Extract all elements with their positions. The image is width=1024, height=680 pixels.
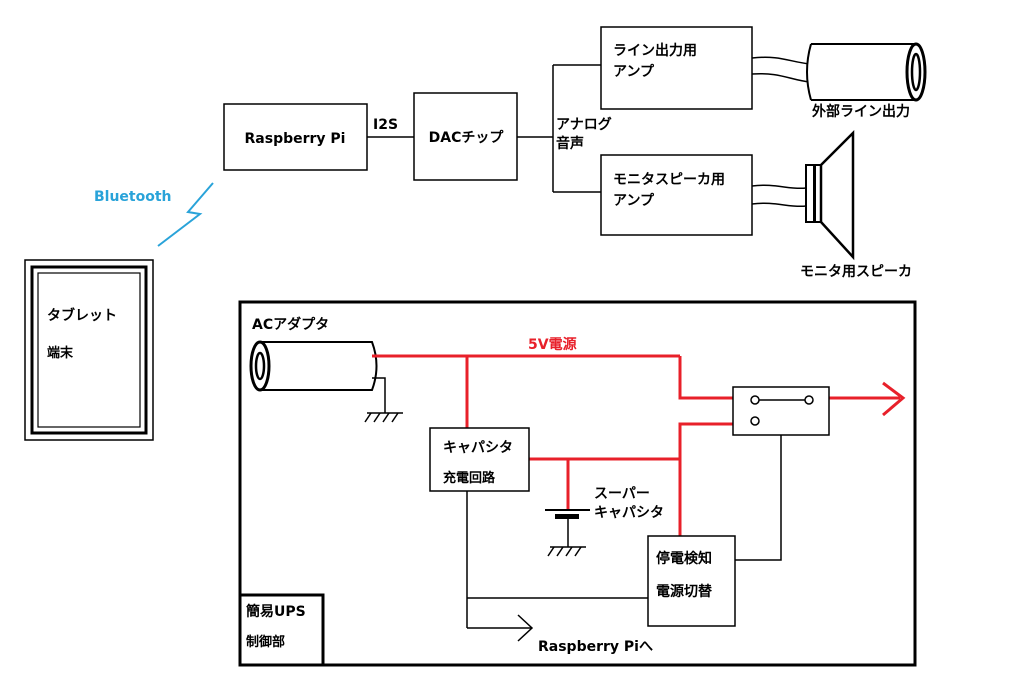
- dac-chip-label: DACチップ: [429, 130, 505, 146]
- switch-control-line: [735, 435, 782, 561]
- line-amp-label-2: アンプ: [613, 64, 655, 80]
- monitor-amp-box: [600, 154, 753, 236]
- to-raspberry-pi-label: Raspberry Piへ: [538, 639, 653, 655]
- monitor-speaker-label: モニタ用スピーカ: [800, 264, 912, 280]
- ups-control-box: [238, 593, 325, 667]
- speaker-cable: [751, 184, 807, 208]
- line-out-jack-icon: [806, 42, 927, 102]
- dac-chip-box: [413, 92, 518, 181]
- power-switch-label-1: 停電検知: [656, 550, 712, 567]
- power-switch-label-2: 電源切替: [656, 583, 713, 600]
- switch-icon: [750, 395, 814, 426]
- monitor-amp-label-1: モニタスピーカ用: [613, 172, 725, 188]
- monitor-amp-label-2: アンプ: [613, 193, 655, 209]
- line-amp-box: [600, 26, 753, 110]
- raspberry-pi-box: [223, 103, 368, 171]
- power-5v-line: [372, 354, 900, 536]
- ac-adapter-plug-icon: [249, 340, 378, 392]
- capacitor-charger-label-2: 充電回路: [443, 470, 496, 486]
- capacitor-charger-box: [429, 427, 530, 492]
- power-5v-label: 5V電源: [528, 336, 577, 353]
- external-line-out-label: 外部ライン出力: [812, 103, 910, 120]
- ups-control-label-1: 簡易UPS: [246, 603, 306, 620]
- raspberry-pi-label: Raspberry Pi: [245, 131, 346, 147]
- ups-frame: [238, 300, 917, 667]
- bluetooth-label: Bluetooth: [94, 189, 172, 205]
- to-raspberry-pi-line: [466, 491, 648, 642]
- line-out-cable: [751, 56, 811, 83]
- super-capacitor-icon: [545, 509, 590, 557]
- analog-audio-label-1: アナログ: [556, 116, 612, 133]
- tablet-device: [24, 259, 154, 441]
- switch-box: [732, 386, 830, 436]
- line-amp-label-1: ライン出力用: [613, 42, 697, 59]
- capacitor-charger-label-1: キャパシタ: [443, 440, 513, 456]
- analog-audio-label-2: 音声: [556, 135, 584, 152]
- super-capacitor-label-1: スーパー: [594, 486, 650, 502]
- ups-control-label-2: 制御部: [246, 634, 285, 650]
- speaker-icon: [805, 129, 855, 261]
- tablet-label-1: タブレット: [47, 307, 117, 324]
- power-switch-box: [647, 535, 736, 627]
- super-capacitor-label-2: キャパシタ: [594, 505, 664, 521]
- ac-adapter-label: ACアダプタ: [252, 316, 329, 333]
- i2s-label: I2S: [373, 117, 398, 133]
- tablet-label-2: 端末: [47, 345, 74, 361]
- output-arrow-icon: [882, 381, 906, 417]
- bluetooth-link-icon: [157, 182, 214, 247]
- adapter-ground-icon: [364, 377, 403, 423]
